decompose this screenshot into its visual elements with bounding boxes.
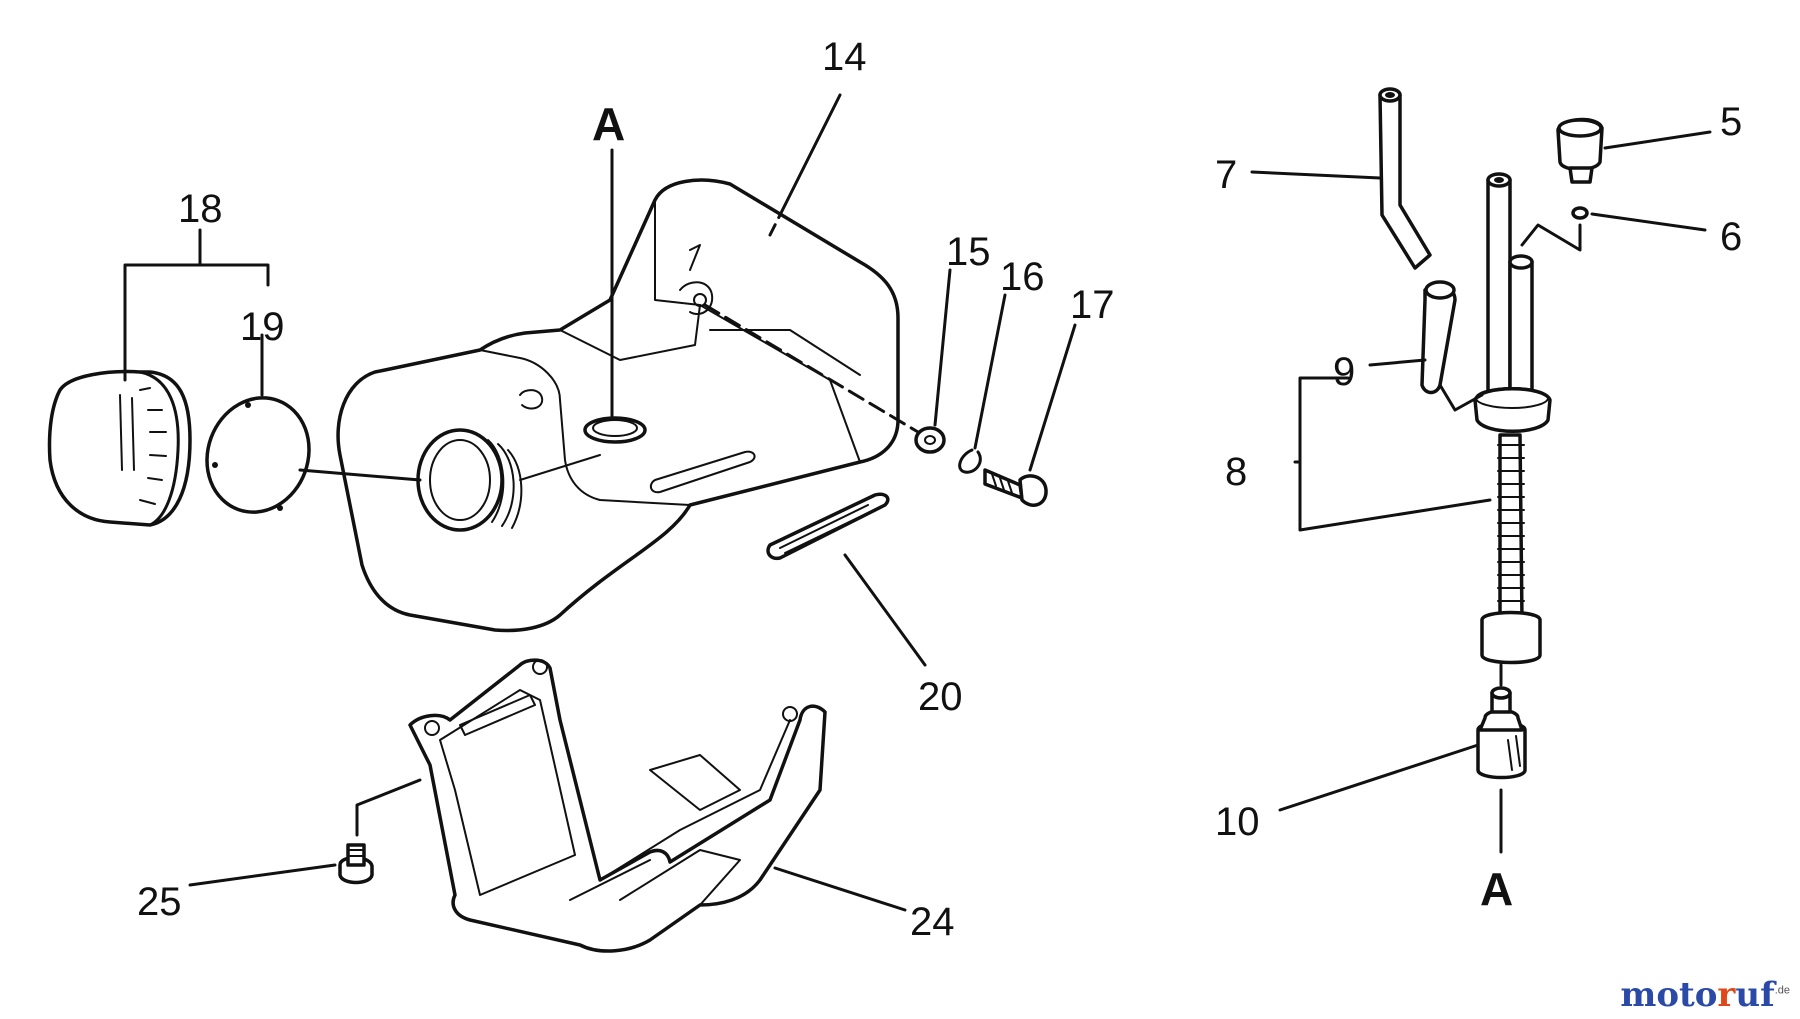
label-15: 15 (946, 230, 991, 274)
label-5: 5 (1720, 100, 1742, 144)
label-10: 10 (1215, 800, 1260, 844)
fuel-cap (47, 369, 192, 527)
leader-lines (123, 93, 1712, 912)
label-25: 25 (137, 880, 182, 924)
fuel-pickup-8 (1473, 172, 1552, 665)
lock-washer-16 (958, 448, 982, 474)
label-19: 19 (240, 305, 285, 349)
label-20: 20 (918, 675, 963, 719)
tank-bracket (408, 658, 827, 953)
label-17: 17 (1070, 283, 1115, 327)
label-18: 18 (178, 187, 223, 231)
fuel-tank (336, 178, 900, 633)
bolt-17 (983, 468, 1048, 507)
cap-gasket (205, 396, 311, 514)
label-24: 24 (910, 900, 955, 944)
hose-9 (1420, 280, 1457, 395)
label-8: 8 (1225, 450, 1247, 494)
label-14: 14 (822, 35, 867, 79)
callout-labels: 14 A 18 19 15 16 17 20 24 25 7 5 6 9 8 1… (137, 35, 1742, 944)
label-a-bottom: A (1480, 863, 1513, 915)
label-a-top: A (592, 98, 625, 150)
washer-15 (914, 426, 946, 454)
watermark-logo: motoruf.de (1620, 975, 1790, 1015)
pipe-7 (1378, 87, 1432, 270)
label-16: 16 (1000, 255, 1045, 299)
label-7: 7 (1215, 153, 1237, 197)
filter-10 (1476, 686, 1527, 780)
label-9: 9 (1333, 350, 1355, 394)
o-ring-6 (1571, 206, 1589, 220)
cap-5 (1556, 117, 1604, 184)
label-6: 6 (1720, 215, 1742, 259)
rubber-strip (766, 492, 890, 561)
screw-25 (338, 843, 374, 885)
